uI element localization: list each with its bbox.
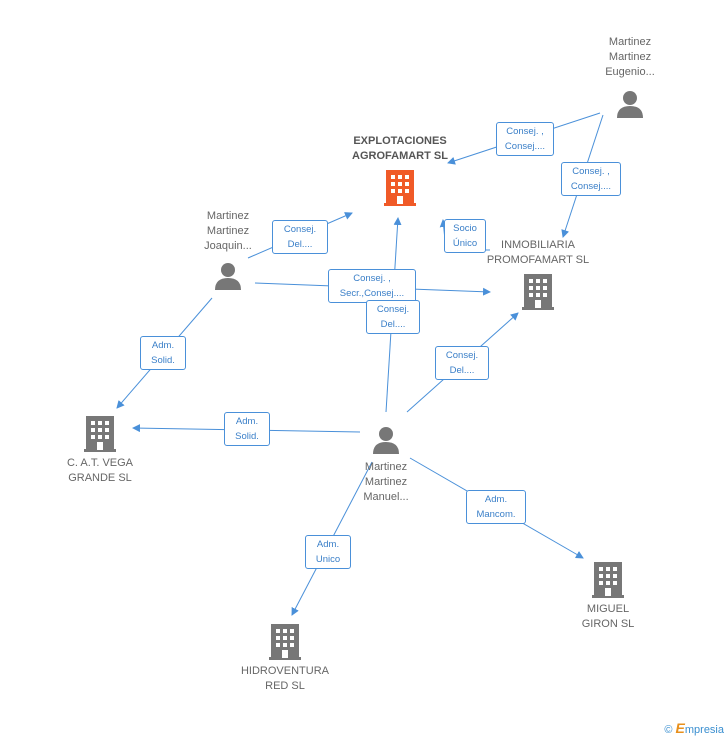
edge-label-eugenio-explotaciones[interactable]: Consej. , Consej.... — [496, 122, 554, 156]
node-label: Martinez Martinez Joaquin... — [204, 210, 252, 252]
edge-label-joaquin-cat[interactable]: Adm. Solid. — [140, 336, 186, 370]
edge-label-manuel-inmobiliaria[interactable]: Consej. Del.... — [435, 346, 489, 380]
edge-label-manuel-miguel[interactable]: Adm. Mancom. — [466, 490, 526, 524]
person-icon — [348, 426, 424, 454]
edge-label-manuel-explotaciones[interactable]: Consej. Del.... — [366, 300, 420, 334]
node-joaquin[interactable]: Martinez Martinez Joaquin... — [190, 209, 266, 290]
node-label: EXPLOTACIONES AGROFAMART SL — [352, 135, 448, 162]
node-cat-vega-grande[interactable]: C. A.T. VEGA GRANDE SL — [48, 416, 152, 486]
node-explotaciones-agrofamart[interactable]: EXPLOTACIONES AGROFAMART SL — [330, 134, 470, 206]
edge-label-joaquin-explotaciones[interactable]: Consej. Del.... — [272, 220, 328, 254]
edge-label-manuel-cat[interactable]: Adm. Solid. — [224, 412, 270, 446]
edge-label-socio-unico[interactable]: Socio Único — [444, 219, 486, 253]
node-inmobiliaria-promofamart[interactable]: INMOBILIARIA PROMOFAMART SL — [478, 238, 598, 310]
empresia-credit: © Empresia — [664, 720, 724, 736]
node-hidroventura[interactable]: HIDROVENTURA RED SL — [230, 624, 340, 694]
edge-label-joaquin-inmobiliaria[interactable]: Consej. , Secr.,Consej.... — [328, 269, 416, 303]
brand-name: mpresia — [684, 724, 724, 736]
node-manuel[interactable]: Martinez Martinez Manuel... — [348, 426, 424, 505]
node-label: MIGUEL GIRON SL — [581, 603, 635, 630]
building-icon — [230, 624, 340, 660]
edge-label-manuel-hidroventura[interactable]: Adm. Unico — [305, 535, 351, 569]
node-label: C. A.T. VEGA GRANDE SL — [66, 457, 134, 484]
building-icon — [566, 562, 650, 598]
copyright-symbol: © — [664, 724, 673, 736]
building-icon — [48, 416, 152, 452]
node-label: Martinez Martinez Eugenio... — [605, 36, 655, 78]
node-label: INMOBILIARIA PROMOFAMART SL — [486, 239, 590, 266]
edge-label-eugenio-inmobiliaria[interactable]: Consej. , Consej.... — [561, 162, 621, 196]
node-eugenio[interactable]: Martinez Martinez Eugenio... — [590, 35, 670, 118]
node-label: Martinez Martinez Manuel... — [363, 461, 409, 503]
building-icon — [330, 170, 470, 206]
person-icon — [590, 90, 670, 118]
brand-initial: E — [675, 720, 685, 736]
person-icon — [190, 262, 266, 290]
node-label: HIDROVENTURA RED SL — [240, 665, 329, 692]
node-miguel-giron[interactable]: MIGUEL GIRON SL — [566, 562, 650, 632]
building-icon — [478, 274, 598, 310]
